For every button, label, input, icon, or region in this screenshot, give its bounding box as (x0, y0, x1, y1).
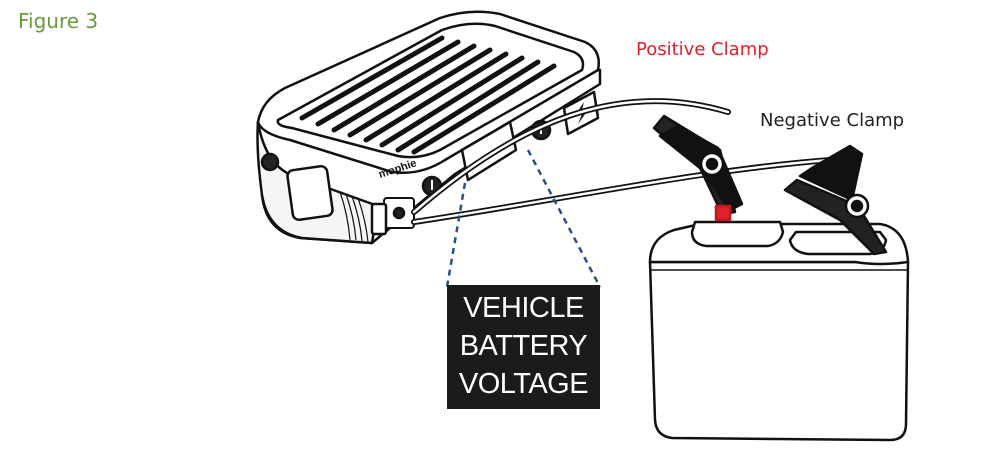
voltage-label-line1: VEHICLE (463, 292, 584, 324)
negative-clamp (783, 144, 888, 256)
car-battery (648, 220, 910, 442)
positive-terminal (690, 220, 785, 248)
leader-lines (445, 149, 602, 288)
side-ribs (339, 191, 369, 243)
grip-stripes (299, 35, 557, 155)
jump-starter-device (256, 10, 602, 245)
voltage-label-line2: BATTERY (459, 330, 588, 362)
vehicle-battery-voltage-label: VEHICLE BATTERY VOLTAGE (447, 285, 600, 409)
negative-clamp-label: Negative Clamp (760, 110, 905, 131)
positive-clamp (652, 114, 744, 222)
positive-clamp-label: Positive Clamp (636, 39, 769, 60)
voltage-label-line3: VOLTAGE (458, 368, 589, 400)
figure-label: Figure 3 (18, 9, 99, 33)
